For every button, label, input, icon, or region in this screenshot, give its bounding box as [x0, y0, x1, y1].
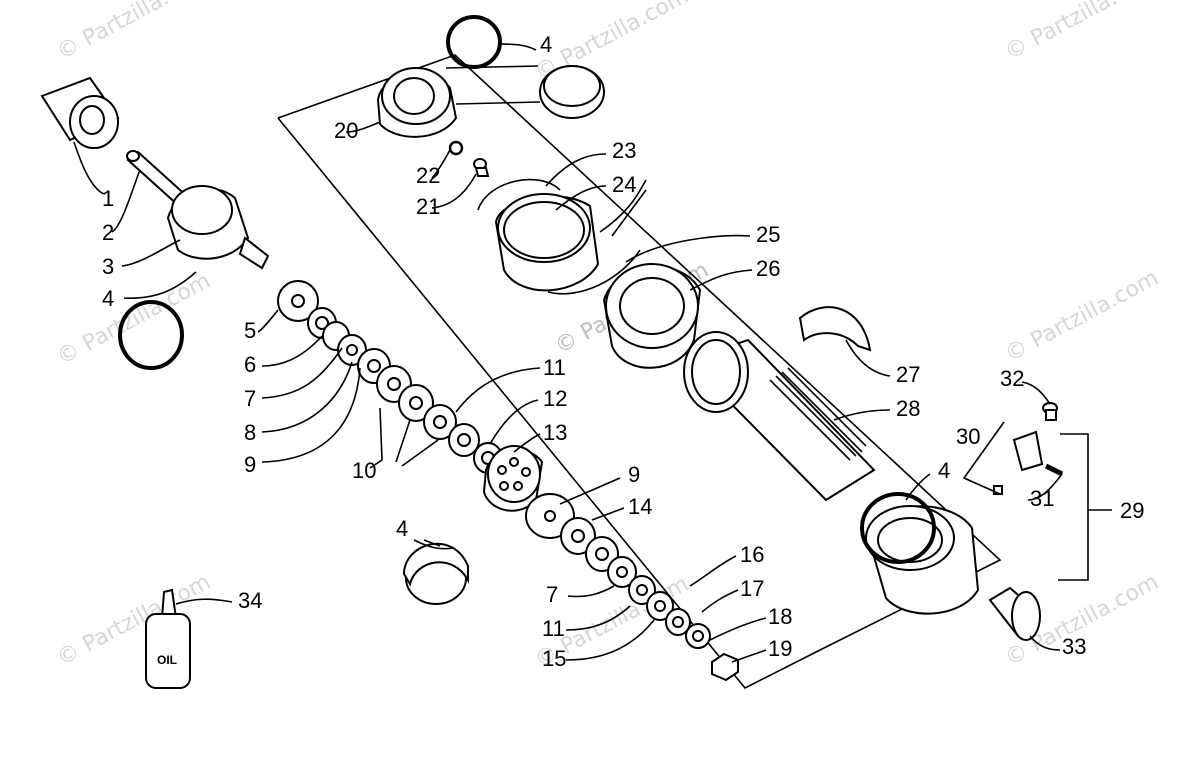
part-castle-nut: [602, 263, 702, 369]
callout-3: 3: [102, 254, 114, 279]
o-ring-right: [860, 492, 936, 564]
callout-4: 4: [540, 32, 552, 57]
bracket-29: [1058, 433, 1089, 581]
callout-34: 34: [238, 588, 262, 613]
part-band-lower-left: [402, 542, 469, 605]
part-reservoir: [865, 505, 980, 615]
washer-stack-upper: [277, 280, 503, 474]
callout-9: 9: [628, 462, 640, 487]
callout-6: 6: [244, 352, 256, 377]
callout-14: 14: [628, 494, 652, 519]
callout-2: 2: [102, 220, 114, 245]
part-o-ring-small: [448, 140, 464, 156]
part-o-ring-31: [1044, 463, 1064, 477]
part-boot: [798, 306, 872, 352]
part-valve: [993, 402, 1058, 495]
callout-26: 26: [756, 256, 780, 281]
assembly-frame-lower: [277, 117, 821, 690]
callout-5: 5: [244, 318, 256, 343]
callout-4: 4: [102, 286, 114, 311]
part-oil-bottle: OIL: [145, 588, 191, 689]
watermark: © Partzilla.com: [53, 0, 215, 65]
callout-8: 8: [244, 420, 256, 445]
o-ring-top: [446, 15, 502, 69]
callout-15: 15: [542, 646, 566, 671]
callout-13: 13: [543, 420, 567, 445]
callout-9: 9: [244, 452, 256, 477]
part-nut: [711, 652, 739, 682]
part-cap: [376, 67, 458, 138]
callout-29: 29: [1120, 498, 1144, 523]
part-piston: [482, 445, 544, 512]
part-sleeve-23-24: [494, 193, 600, 292]
callout-19: 19: [768, 636, 792, 661]
callout-4: 4: [396, 516, 408, 541]
callout-21: 21: [416, 194, 440, 219]
callout-4: 4: [938, 458, 950, 483]
part-shock-body-end: [166, 185, 270, 270]
bracket-30: [962, 421, 1005, 495]
spring-ring: [477, 178, 641, 295]
leader-lines: [73, 43, 1112, 663]
oil-label: OIL: [157, 653, 177, 667]
callout-10: 10: [352, 458, 376, 483]
callout-7: 7: [244, 386, 256, 411]
callout-22: 22: [416, 163, 440, 188]
part-band-top: [539, 65, 605, 119]
watermark: © Partzilla.com: [1001, 266, 1163, 368]
callout-32: 32: [1000, 366, 1024, 391]
callout-7: 7: [546, 582, 558, 607]
callout-11: 11: [542, 616, 565, 641]
callout-28: 28: [896, 396, 920, 421]
watermark: © Partzilla.com: [53, 269, 215, 371]
callout-12: 12: [543, 386, 567, 411]
callout-31: 31: [1030, 486, 1054, 511]
callout-24: 24: [612, 172, 636, 197]
callout-30: 30: [956, 424, 980, 449]
part-bushing-bottom: [988, 586, 1041, 641]
callout-27: 27: [896, 362, 920, 387]
part-bushing-top: [40, 76, 120, 149]
o-ring-left: [118, 300, 184, 370]
callout-25: 25: [756, 222, 780, 247]
callout-1: 1: [102, 186, 114, 211]
callout-23: 23: [612, 138, 636, 163]
callout-18: 18: [768, 604, 792, 629]
callout-33: 33: [1062, 634, 1086, 659]
watermark: © Partzilla.com: [1001, 0, 1163, 65]
part-screw-small: [473, 158, 490, 177]
callout-20: 20: [334, 118, 358, 143]
callout-16: 16: [740, 542, 764, 567]
part-shock-body-tube: [683, 331, 876, 502]
callout-17: 17: [740, 576, 764, 601]
callout-11: 11: [543, 355, 566, 380]
washer-stack-lower: [525, 493, 711, 649]
